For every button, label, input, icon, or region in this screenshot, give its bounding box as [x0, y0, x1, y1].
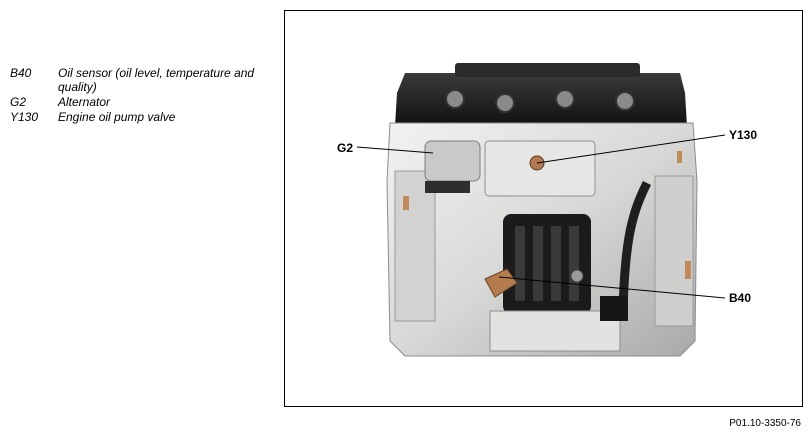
callout-b40: B40	[729, 291, 752, 305]
legend-description: Alternator	[58, 95, 111, 109]
alternator-bracket	[425, 181, 470, 193]
valve-cover	[395, 73, 687, 126]
leader-lines	[356, 134, 726, 299]
legend-description: Oil sensor (oil level, temperature and q…	[58, 66, 255, 94]
right-housing	[654, 175, 694, 327]
oil-sensor	[484, 268, 518, 298]
oil-pan-ribs	[515, 226, 579, 301]
alternator	[424, 140, 481, 182]
legend-code: G2	[10, 95, 27, 109]
legend-item-y130: Y130 Engine oil pump valve	[10, 110, 260, 124]
legend-item-b40: B40 Oil sensor (oil level, temperature a…	[10, 66, 260, 94]
figure-reference: P01.10-3350-76	[729, 418, 801, 429]
left-housing	[394, 170, 436, 322]
intake-ports	[445, 89, 635, 113]
callout-y130: Y130	[729, 128, 758, 142]
legend-item-g2: G2 Alternator	[10, 95, 260, 109]
cover-rail	[455, 63, 640, 77]
legend-code: B40	[10, 66, 32, 80]
legend-description: Engine oil pump valve	[58, 110, 176, 124]
legend-list: B40 Oil sensor (oil level, temperature a…	[10, 66, 260, 125]
legend-code: Y130	[10, 110, 39, 124]
engine-illustration	[356, 63, 726, 357]
engine-figure: G2 Y130 B40	[284, 10, 803, 407]
callout-g2: G2	[337, 141, 354, 155]
copper-fittings	[403, 151, 691, 279]
pulley	[570, 269, 584, 283]
sump	[489, 310, 621, 352]
connector-block	[600, 296, 628, 321]
hose	[618, 180, 652, 312]
